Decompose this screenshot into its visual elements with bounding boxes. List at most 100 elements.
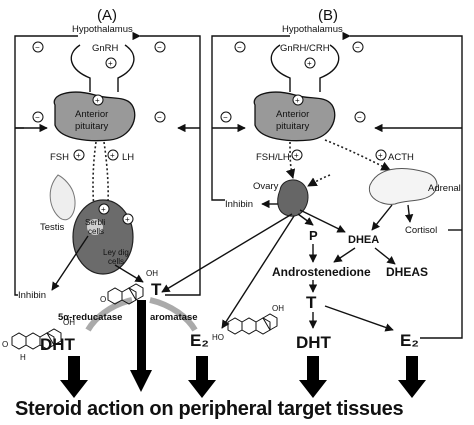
a-curve-to-e2 [149,297,198,332]
a-central-arrow [130,300,152,392]
a-sertoli-label-2: cells [88,227,104,236]
b-left-feedback-line [211,35,290,201]
a-o-2: O [2,340,8,349]
a-oh-2: OH [63,318,75,327]
b-adrenal-to-dhea-arrow [371,204,393,231]
b-dheas-label: DHEAS [386,265,428,279]
svg-text:−: − [157,113,162,122]
a-oh-1: OH [146,269,158,278]
b-ovary-to-a-e2-arrow [221,215,295,329]
svg-text:+: + [125,215,130,224]
a-sertoli-label-1: Serbli [85,218,106,227]
a-signs: + + − − − − + + + + [32,41,166,225]
b-right-feedback-line [342,31,463,339]
b-fsh-lh-label: FSH/LH [256,152,290,163]
a-testosterone-structure [107,283,144,305]
b-hypothalamus-label: Hypothalamus [282,24,343,35]
b-ovary-to-p-arrow [297,213,314,226]
svg-text:+: + [295,96,300,105]
a-sertoli-to-inhibin-arrow [51,235,89,291]
a-leydig-to-t-arrow [114,264,144,283]
a-sertoli-bg [87,219,103,235]
a-estradiol-structure [227,313,278,335]
b-ovary-shape [277,179,309,217]
panel-b-label: (B) [318,7,338,24]
a-stalk-left [70,44,91,92]
b-fsh-lh-dotted-arrow [285,141,296,179]
b-stalk-right [319,44,340,92]
svg-text:+: + [110,151,115,160]
b-dht-down-arrow [299,356,327,398]
b-androstenedione-label: Androstenedione [272,265,371,279]
a-leydig-label-2: cells [108,257,124,266]
a-pituitary-label: pituitary [75,121,109,132]
a-curve-to-dht [85,297,133,332]
b-e2-label: E₂ [400,331,419,350]
svg-text:−: − [355,43,360,52]
a-gnrh-label: GnRH [92,43,119,54]
b-ovary-to-a-t-arrow [161,213,293,293]
b-adrenal-label: Adrenal [428,183,461,194]
a-reductase-label: 5α-reducatase [58,312,122,323]
a-anterior-label: Anterior [75,109,108,120]
svg-text:−: − [223,113,228,122]
a-aromatase-label: aromatase [150,312,198,323]
svg-text:+: + [95,96,100,105]
a-oh-3: OH [272,304,284,313]
svg-text:+: + [101,205,106,214]
b-ovary-label: Ovary [253,181,279,192]
a-e2-down-arrow [188,356,216,398]
svg-text:+: + [307,59,312,68]
svg-text:−: − [237,43,242,52]
b-dht-label: DHT [296,333,332,352]
svg-text:+: + [108,59,113,68]
svg-text:−: − [157,43,162,52]
footer-caption: Steroid action on peripheral target tiss… [15,398,403,420]
a-leydig-label-1: Ley dig [103,248,129,257]
b-pituitary-shape [253,91,336,142]
a-o-1: O [100,295,106,304]
b-pituitary-label: pituitary [276,121,310,132]
svg-text:+: + [294,151,299,160]
b-t-label: T [306,293,317,312]
a-hypothalamus-label: Hypothalamus [72,24,133,35]
a-h-1: H [20,353,26,362]
svg-text:−: − [35,113,40,122]
b-stalk-left [270,44,291,92]
b-t-to-e2-arrow [324,305,394,332]
b-inhibin-label: Inhibin [225,199,253,210]
a-testis-duct [49,174,76,221]
a-right-feedback-line [132,31,201,296]
a-fsh-label: FSH [50,152,69,163]
svg-text:+: + [76,151,81,160]
a-dht-label: DHT [40,335,76,354]
b-signs: + + − − − − + + [220,41,387,161]
b-dhea-to-andro-arrow [333,247,356,263]
svg-text:−: − [35,43,40,52]
b-anterior-label: Anterior [276,109,309,120]
a-inhibin-label: Inhibin [18,290,46,301]
a-lh-label: LH [122,152,134,163]
a-e2-label: E₂ [190,331,209,350]
b-p-label: P [309,228,318,243]
b-adrenal-shape [368,167,438,205]
a-stalk-right [117,44,135,92]
b-acth-label: ACTH [388,152,414,163]
b-e2-down-arrow [398,356,426,398]
a-pituitary-shape [53,91,136,142]
b-cortisol-label: Cortisol [405,225,437,236]
b-ovary-to-dhea-arrow [299,209,346,233]
a-t-label: T [151,280,162,299]
b-dhea-label: DHEA [348,234,379,246]
a-ho-3: HO [212,333,224,342]
svg-text:−: − [357,113,362,122]
svg-text:+: + [378,151,383,160]
a-testis-shape [72,199,134,275]
a-testis-label: Testis [40,222,65,233]
panel-a-label: (A) [97,7,117,24]
b-adrenal-to-ovary-dotted [307,174,331,187]
a-left-feedback-line [14,35,78,296]
a-dht-down-arrow [60,356,88,398]
b-adrenal-to-cortisol-arrow [404,204,414,223]
